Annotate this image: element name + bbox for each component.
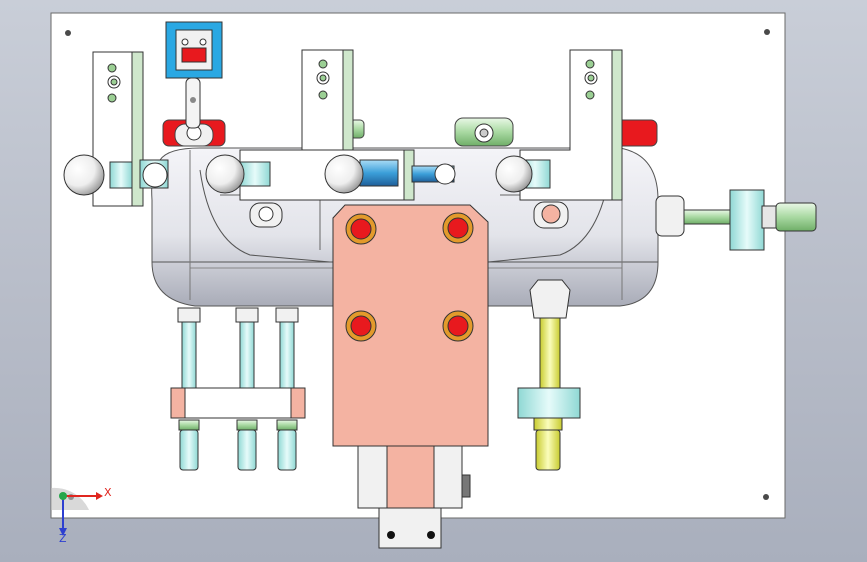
locator-pin-3-blue: [324, 154, 456, 194]
plate-corner-hole: [764, 29, 770, 35]
green-boss: [454, 117, 514, 147]
pink-clamp-block: [332, 204, 489, 447]
lower-tube-1: [177, 307, 201, 471]
pink-block-stem: [357, 445, 471, 549]
yellow-tube-assembly: [517, 279, 581, 471]
blue-toggle-clamp: [165, 21, 223, 129]
manifold-bore-left: [249, 202, 283, 228]
locator-pin-2: [205, 154, 271, 194]
tube-holder-bar: [170, 387, 306, 419]
locator-pin-4: [495, 155, 551, 193]
right-side-fitting: [655, 189, 817, 251]
coordinate-triad-icon: [51, 487, 103, 536]
plate-corner-hole: [65, 30, 71, 36]
lower-tube-3: [275, 307, 299, 471]
axis-z-label: Z: [59, 532, 67, 545]
plate-corner-hole: [763, 494, 769, 500]
manifold-bore-right: [533, 201, 569, 229]
axis-x-label: X: [104, 486, 112, 499]
locator-pin-1: [63, 154, 169, 196]
lower-tube-2: [235, 307, 259, 471]
red-clamp-boss-left: [162, 119, 226, 147]
